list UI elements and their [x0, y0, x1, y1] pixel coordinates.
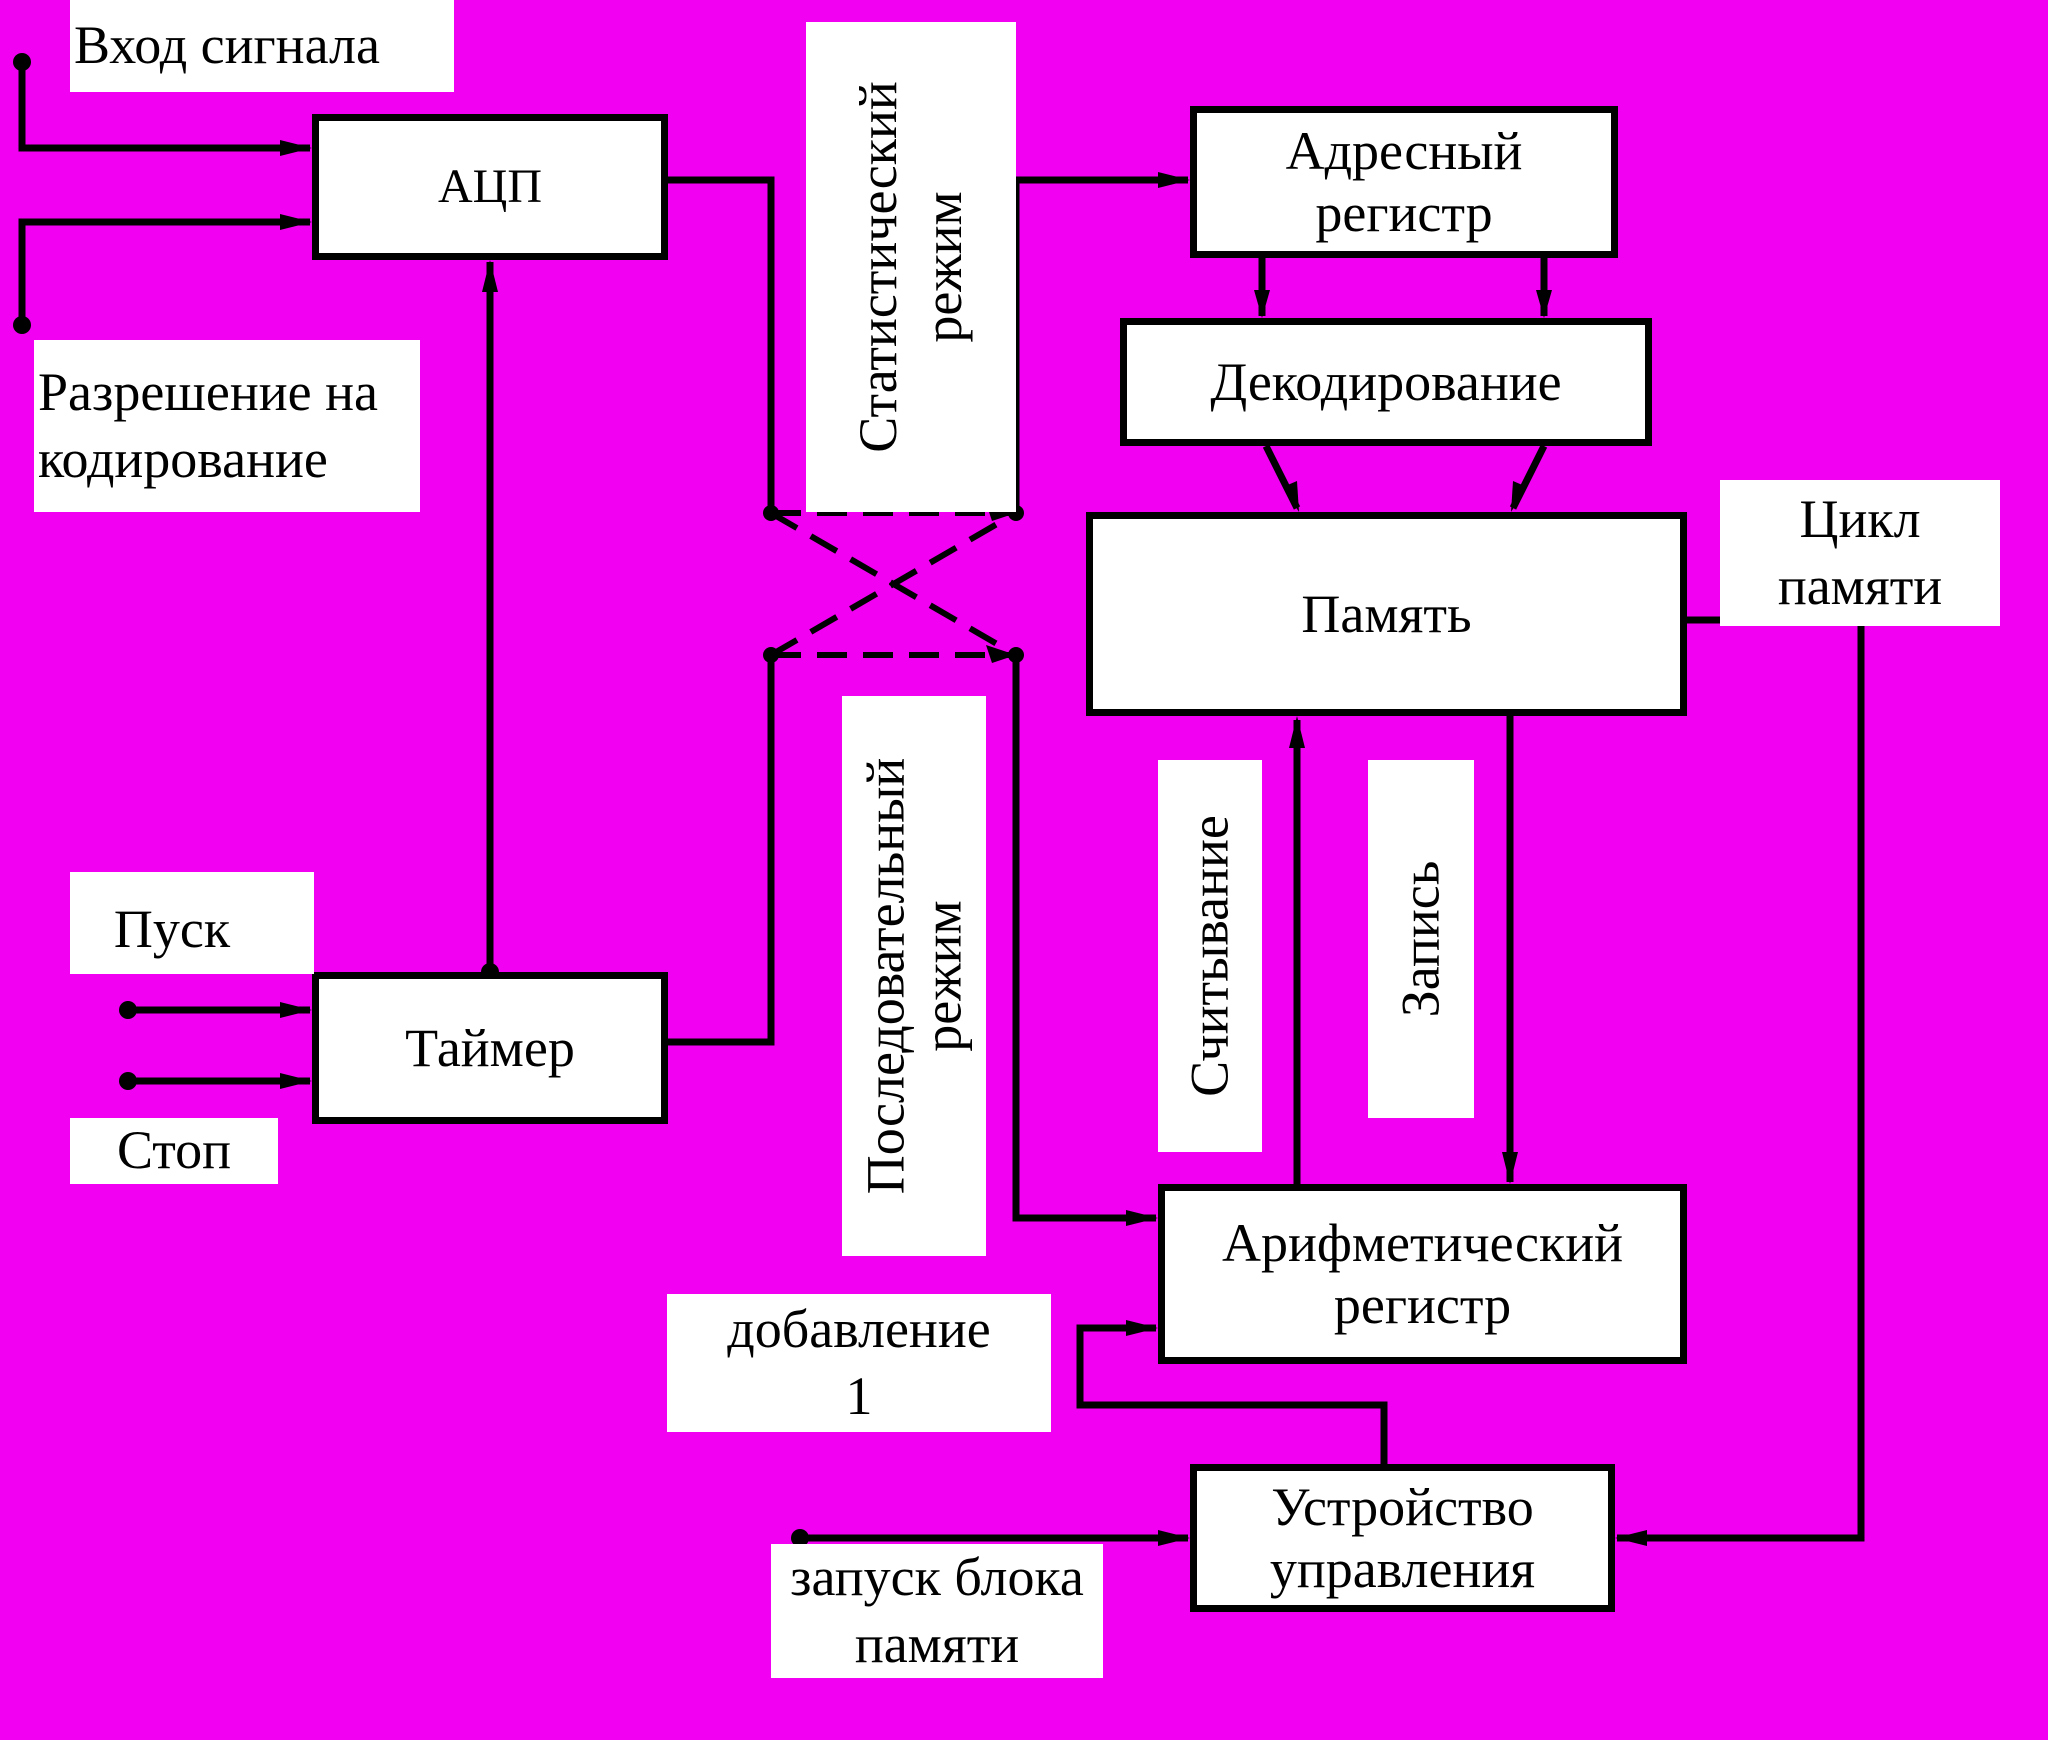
- statistical-mode-text: Статистический режим: [848, 81, 973, 453]
- arrow-add-one: [1126, 1320, 1158, 1336]
- start-terminal: [119, 1001, 137, 1019]
- decoding-block: Декодирование: [1120, 318, 1652, 446]
- read-text: Считывание: [1179, 815, 1240, 1097]
- add-one-caption: добавление 1: [667, 1294, 1051, 1432]
- stop-caption: Стоп: [70, 1118, 278, 1184]
- adc-block-label: АЦП: [438, 160, 542, 214]
- encoding-enable-wire: [18, 218, 310, 325]
- statistical-mode-caption: Статистический режим: [806, 22, 1016, 512]
- timer-block-label: Таймер: [405, 1017, 575, 1078]
- switch-node-br: [1008, 647, 1024, 663]
- stop-terminal: [119, 1072, 137, 1090]
- sequential-path-wire: [1012, 657, 1156, 1222]
- arrow-into-adc-bottom: [280, 214, 312, 230]
- read-caption: Считывание: [1158, 760, 1262, 1152]
- control-unit-label: Устройство управления: [1269, 1476, 1536, 1599]
- arrow-stop: [280, 1073, 312, 1089]
- arrow-into-control-unit-left: [1158, 1530, 1190, 1546]
- memory-block-start-text: запуск блока памяти: [790, 1546, 1084, 1675]
- adc-block: АЦП: [312, 114, 668, 260]
- memory-block-start-caption: запуск блока памяти: [771, 1544, 1103, 1678]
- adc-output-wire: [668, 176, 775, 511]
- switch-cross-up: [769, 510, 1018, 658]
- start-text: Пуск: [113, 899, 231, 960]
- timer-output-wire: [668, 655, 775, 1046]
- arrow-read: [1289, 716, 1305, 748]
- signal-input-text: Вход сигнала: [74, 15, 380, 76]
- write-caption: Запись: [1368, 760, 1474, 1118]
- arrow-decode-left: [1254, 290, 1270, 318]
- sequential-mode-text: Последовательный режим: [855, 757, 972, 1195]
- memory-block: Память: [1086, 512, 1687, 716]
- timer-block: Таймер: [312, 972, 668, 1124]
- signal-input-caption: Вход сигнала: [70, 0, 454, 92]
- encoding-enable-terminal: [13, 316, 31, 334]
- add-one-wire: [1076, 1324, 1388, 1464]
- memory-block-start-terminal: [791, 1529, 809, 1547]
- arrow-switch-bottom: [986, 645, 1016, 663]
- arrow-into-adc-top: [280, 140, 312, 156]
- arithmetic-register-block: Арифметический регистр: [1158, 1184, 1687, 1364]
- arrow-into-control-unit-right: [1615, 1530, 1647, 1546]
- arrow-memory-left: [1283, 481, 1299, 512]
- arrow-memory-right: [1511, 481, 1527, 512]
- signal-input-terminal: [13, 53, 31, 71]
- encoding-enable-caption: Разрешение на кодирование: [34, 340, 420, 512]
- add-one-text: добавление 1: [727, 1298, 991, 1427]
- arithmetic-register-label: Арифметический регистр: [1222, 1212, 1623, 1335]
- signal-input-wire: [18, 62, 310, 152]
- arrow-into-address-register: [1158, 172, 1190, 188]
- switch-node-tl: [763, 505, 779, 521]
- memory-cycle-wire: [1617, 616, 1865, 1542]
- memory-cycle-caption: Цикл памяти: [1720, 480, 2000, 626]
- control-unit-block: Устройство управления: [1190, 1464, 1615, 1612]
- encoding-enable-text: Разрешение на кодирование: [38, 361, 378, 490]
- write-text: Запись: [1390, 860, 1451, 1018]
- memory-cycle-text: Цикл памяти: [1777, 488, 1943, 617]
- start-caption: Пуск: [70, 872, 314, 974]
- switch-node-bl: [763, 647, 779, 663]
- memory-label: Память: [1301, 583, 1472, 644]
- address-register-block: Адресный регистр: [1190, 106, 1618, 258]
- sequential-mode-caption: Последовательный режим: [842, 696, 986, 1256]
- statistical-path-wire: [1012, 176, 1188, 511]
- arrow-decode-right: [1536, 290, 1552, 318]
- arrow-write: [1502, 1152, 1518, 1184]
- arrow-into-adc-from-timer: [482, 260, 498, 292]
- decoding-label: Декодирование: [1210, 351, 1562, 412]
- arrow-start: [280, 1002, 312, 1018]
- stop-text: Стоп: [116, 1120, 232, 1181]
- address-register-label: Адресный регистр: [1285, 120, 1523, 243]
- arrow-into-arithmetic-register: [1126, 1210, 1158, 1226]
